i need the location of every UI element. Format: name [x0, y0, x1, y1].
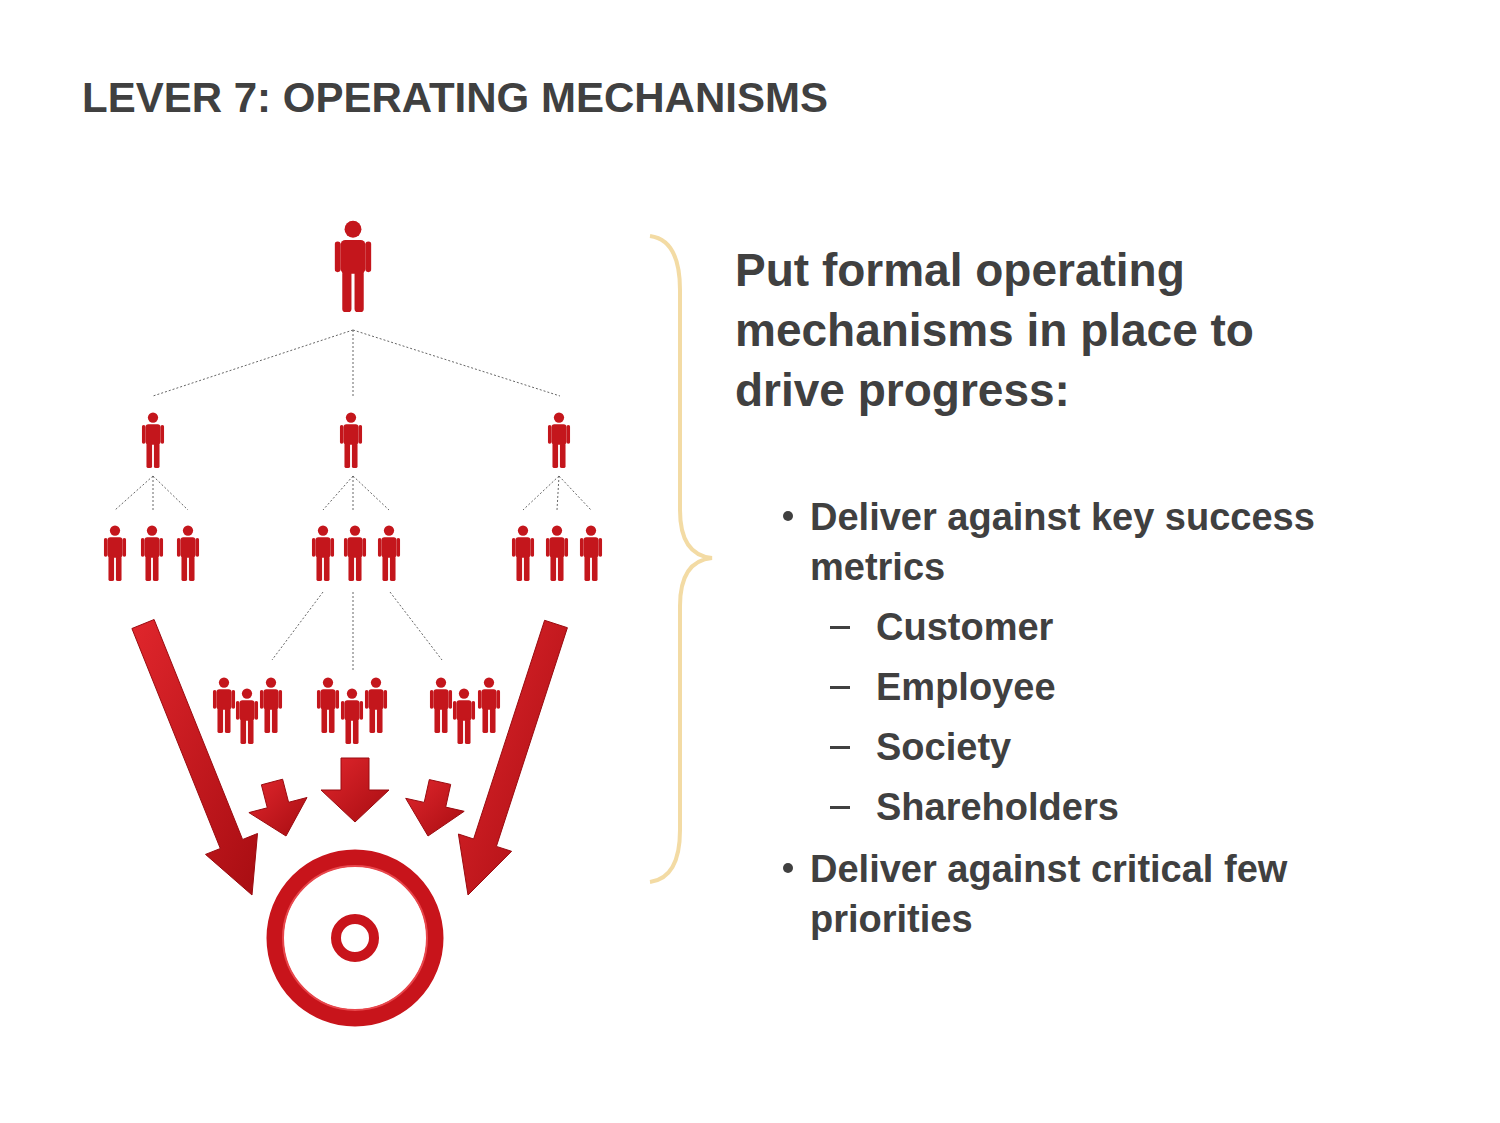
red-arrow — [321, 758, 389, 822]
person-icon — [104, 525, 126, 581]
person-icon — [512, 525, 534, 581]
person-icon — [340, 412, 362, 468]
sub-bullet-text: Customer — [876, 602, 1376, 652]
bullet-dash — [830, 746, 850, 749]
sub-bullet-text: Employee — [876, 662, 1376, 712]
person-icon — [478, 677, 500, 733]
sub-bullet-text: Shareholders — [876, 782, 1376, 832]
person-icon — [236, 688, 258, 744]
red-arrow — [132, 620, 258, 896]
person-icon — [260, 677, 282, 733]
person-icon — [580, 525, 602, 581]
bullet-dot — [783, 511, 793, 521]
bullet-dash — [830, 806, 850, 809]
bullet-dash — [830, 686, 850, 689]
slide-title: LEVER 7: OPERATING MECHANISMS — [82, 73, 1382, 123]
bullet-text: Deliver against key success metrics — [810, 492, 1395, 592]
people-icons — [104, 221, 602, 744]
person-icon — [453, 688, 475, 744]
person-icon — [312, 525, 334, 581]
person-icon — [341, 688, 363, 744]
person-icon — [430, 677, 452, 733]
person-icon — [335, 221, 372, 312]
person-icon — [365, 677, 387, 733]
person-icon — [378, 525, 400, 581]
person-icon — [142, 412, 164, 468]
person-icon — [213, 677, 235, 733]
bullet-text: Deliver against critical few priorities — [810, 844, 1395, 944]
bullet-dash — [830, 626, 850, 629]
person-icon — [546, 525, 568, 581]
target-symbol — [275, 858, 435, 1018]
red-arrow — [406, 780, 465, 836]
org-lines — [115, 330, 591, 672]
person-icon — [317, 677, 339, 733]
person-icon — [548, 412, 570, 468]
bullet-dot — [783, 863, 793, 873]
curly-brace — [650, 236, 712, 882]
heading-text: Put formal operating mechanisms in place… — [735, 240, 1335, 420]
red-arrow — [249, 779, 307, 836]
person-icon — [177, 525, 199, 581]
sub-bullet-text: Society — [876, 722, 1376, 772]
person-icon — [141, 525, 163, 581]
red-arrow — [458, 620, 567, 895]
person-icon — [344, 525, 366, 581]
